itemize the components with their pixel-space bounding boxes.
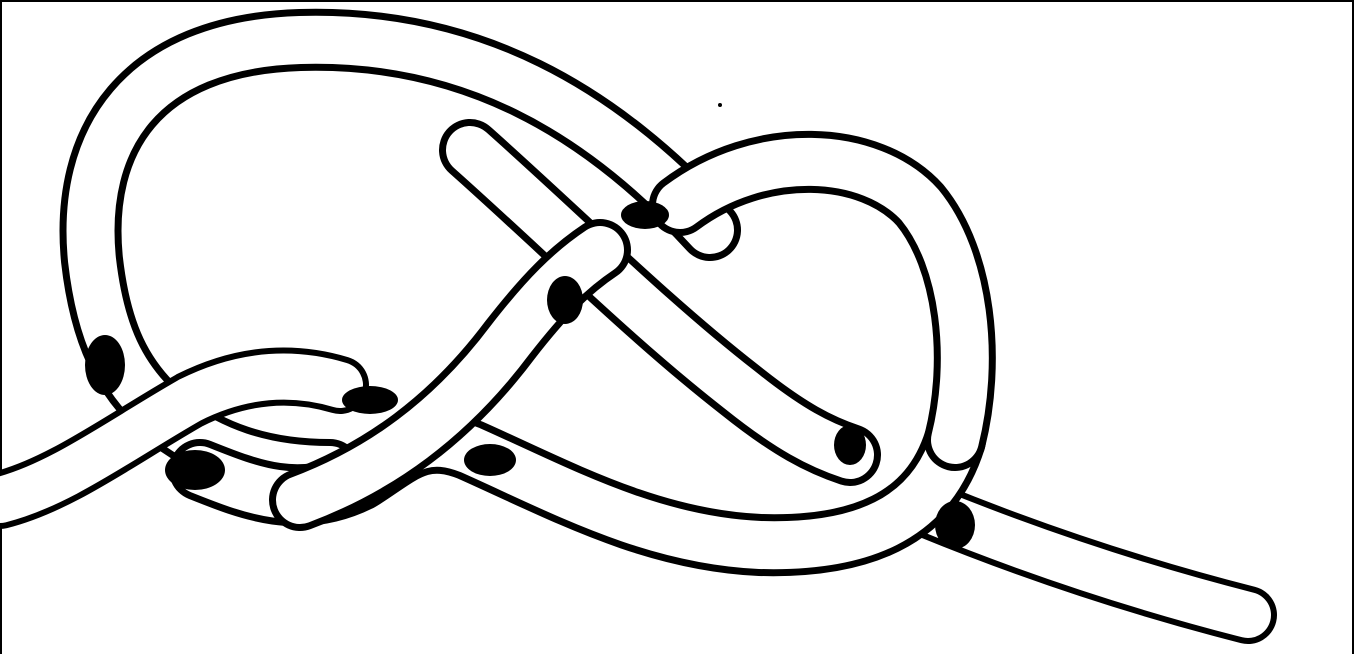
rope-right-tail xyxy=(930,510,1248,615)
